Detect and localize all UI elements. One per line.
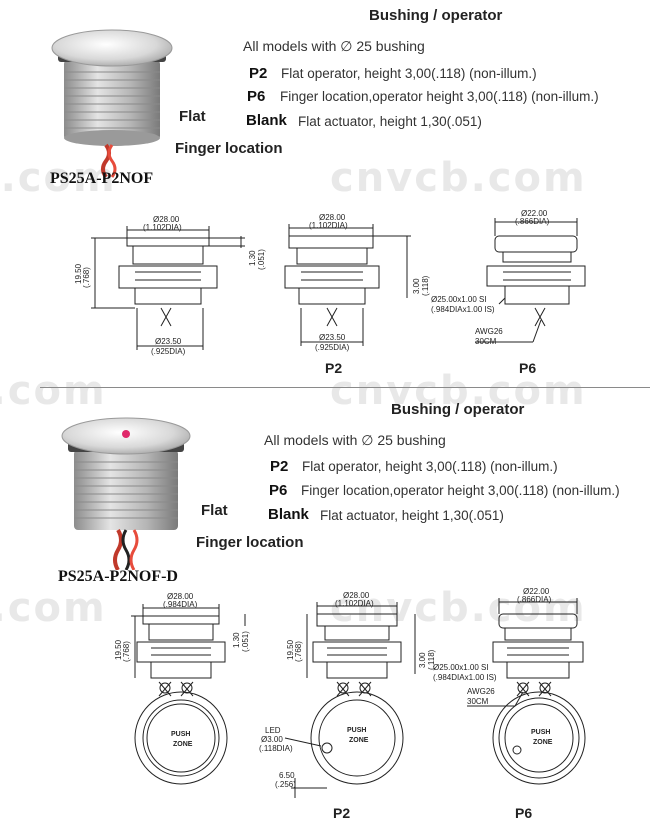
dim-label: 1.30	[232, 632, 241, 648]
dim-label: (.118)	[421, 275, 430, 296]
dim-label: 1.30	[248, 250, 257, 266]
watermark: cnvcb.com	[330, 585, 587, 631]
drawing-label: P6	[519, 360, 536, 376]
model-number: PS25A-P2NOF-D	[58, 568, 178, 585]
dim-label: (.984DIAx1.00 IS)	[433, 673, 497, 682]
dim-label: (.256)	[275, 780, 296, 789]
watermark: cnvcb.com	[330, 368, 587, 414]
dim-label: LED	[265, 726, 281, 735]
option-code: Blank	[246, 112, 287, 129]
dim-label: 30CM	[467, 697, 489, 706]
switch-photo	[51, 29, 173, 179]
finger-location-label: Finger location	[175, 140, 283, 157]
dim-label: 19.50	[75, 263, 83, 284]
section-heading: Bushing / operator	[369, 7, 503, 24]
dim-label: 6.50	[279, 771, 295, 780]
option-code: P6	[247, 88, 266, 105]
dim-label: (.768)	[82, 267, 91, 288]
dim-label: (1.102DIA)	[143, 223, 182, 232]
dim-label: (.866DIA)	[517, 595, 552, 604]
push-label: PUSH	[171, 731, 190, 738]
drawing-label: P6	[515, 805, 532, 821]
dim-label: Ø23.50	[155, 337, 182, 346]
dim-label: Ø25.00x1.00 SI	[433, 663, 489, 672]
option-desc: Finger location,operator height 3,00(.11…	[280, 89, 599, 104]
dim-label: (.866DIA)	[515, 217, 550, 226]
dim-label: (.051)	[257, 249, 266, 270]
dim-label: (.984DIAx1.00 IS)	[431, 305, 495, 314]
finger-location-label: Finger location	[196, 534, 304, 551]
option-desc: Flat operator, height 3,00(.118) (non-il…	[281, 66, 537, 81]
dim-label: (.925DIA)	[315, 343, 350, 352]
dim-label: 19.50	[286, 639, 295, 660]
zone-label: ZONE	[173, 741, 193, 748]
option-code: P2	[249, 65, 268, 82]
dim-label: (.118DIA)	[259, 744, 293, 753]
drawing-label: P2	[325, 360, 342, 376]
model-number: PS25A-P2NOF	[50, 170, 154, 187]
zone-label: ZONE	[349, 737, 369, 744]
option-desc: Finger location,operator height 3,00(.11…	[301, 483, 620, 498]
watermark: cnvcb.com	[330, 155, 587, 201]
dim-label: (.925DIA)	[151, 347, 186, 356]
dim-label: Ø3.00	[261, 735, 283, 744]
dim-label: (.118)	[427, 649, 436, 670]
dim-label: (.984DIA)	[163, 600, 198, 609]
dim-label: Ø23.50	[319, 333, 346, 342]
section-heading: Bushing / operator	[391, 401, 525, 418]
dim-label: 30CM	[475, 337, 497, 346]
switch-photo	[61, 417, 191, 570]
option-desc: Flat operator, height 3,00(.118) (non-il…	[302, 459, 558, 474]
push-label: PUSH	[531, 729, 550, 736]
dim-label: (1.102DIA)	[335, 599, 374, 608]
drawing-label: P2	[333, 805, 350, 821]
dim-label: Ø25.00x1.00 SI	[431, 295, 487, 304]
intro-text: All models with ∅ 25 bushing	[243, 38, 425, 54]
section-divider	[40, 387, 650, 388]
option-code: P6	[269, 482, 288, 499]
dim-label: Ø22.00	[523, 588, 550, 596]
intro-text: All models with ∅ 25 bushing	[264, 432, 446, 448]
dim-label: (.768)	[294, 641, 303, 662]
option-code: P2	[270, 458, 289, 475]
dim-label: Ø22.00	[521, 209, 548, 218]
dim-label: 3.00	[418, 652, 427, 668]
dim-label: AWG26	[475, 327, 503, 336]
watermark: cnvcb.com	[0, 368, 107, 414]
dim-label: Ø28.00	[319, 213, 346, 222]
zone-label: ZONE	[533, 739, 553, 746]
flat-label: Flat	[201, 502, 228, 519]
push-label: PUSH	[347, 727, 366, 734]
dim-label: 19.50	[114, 639, 123, 660]
dim-label: 3.00	[412, 278, 421, 294]
dim-label: Ø28.00	[343, 591, 370, 600]
dim-label: (.051)	[241, 631, 250, 652]
dim-label: Ø28.00	[167, 592, 194, 601]
dim-label: AWG26	[467, 687, 495, 696]
watermark: cnvcb.com	[0, 585, 107, 631]
watermark: cnvcb.com	[0, 155, 117, 201]
dimension-drawings: PUSH ZONE PUSH ZONE PUSH ZONE Ø28.00 (.9…	[114, 588, 586, 821]
option-desc: Flat actuator, height 1,30(.051)	[298, 114, 482, 129]
dim-label: (1.102DIA)	[309, 221, 348, 230]
dimension-drawings: Ø28.00 (1.102DIA) 19.50 (.768) 1.30 (.05…	[75, 209, 586, 376]
option-desc: Flat actuator, height 1,30(.051)	[320, 508, 504, 523]
dim-label: (.768)	[122, 641, 131, 662]
dim-label: Ø28.00	[153, 215, 180, 224]
flat-label: Flat	[179, 108, 206, 125]
option-code: Blank	[268, 506, 309, 523]
